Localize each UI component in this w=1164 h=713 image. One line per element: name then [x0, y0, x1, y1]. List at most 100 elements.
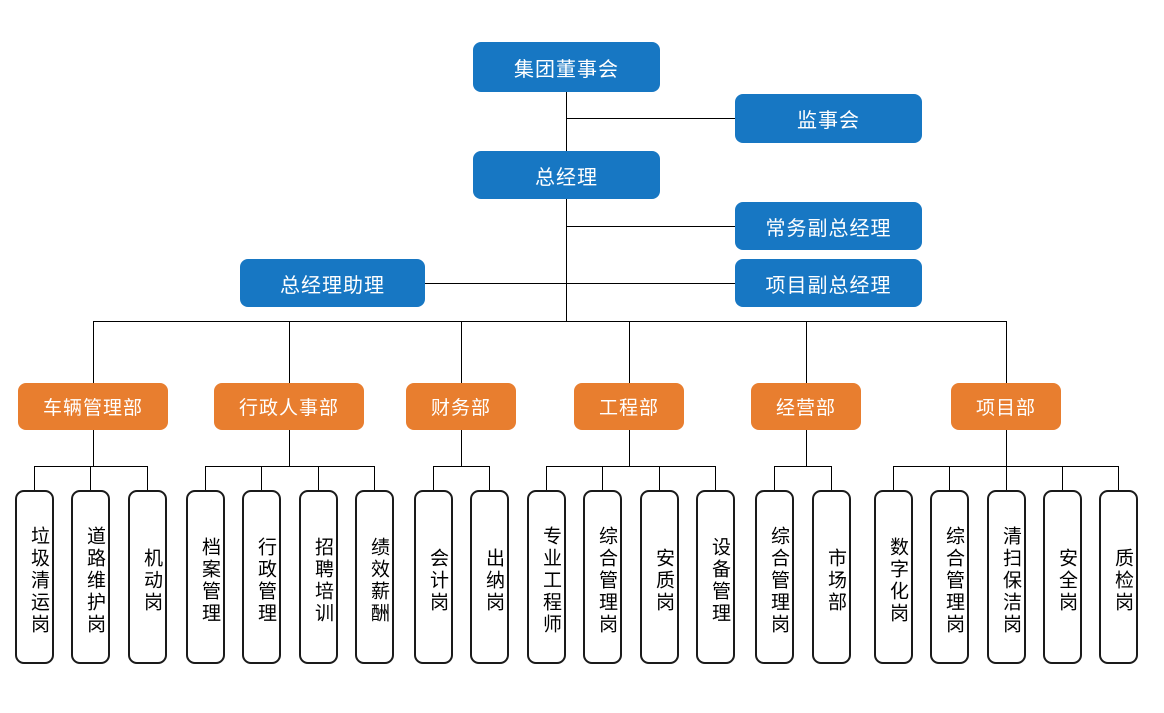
node-board-of-directors[interactable]: 集团董事会 — [473, 42, 660, 92]
node-label: 垃圾清运岗 — [28, 526, 49, 636]
connector-gm-to-exec-deputy — [566, 226, 735, 227]
node-label: 行政管理 — [255, 537, 276, 625]
connector-gm-to-project-deputy — [566, 283, 735, 284]
node-position-mobile-duty[interactable]: 机动岗 — [128, 490, 167, 664]
node-label: 会计岗 — [427, 548, 448, 614]
node-label: 常务副总经理 — [765, 217, 892, 240]
leaf-drop-18 — [1062, 466, 1063, 490]
leaf-drop-17 — [1006, 466, 1007, 490]
subbus-business — [774, 466, 831, 467]
node-label: 安全岗 — [1056, 548, 1077, 614]
node-project-deputy-gm[interactable]: 项目副总经理 — [735, 259, 922, 307]
leaf-drop-6 — [374, 466, 375, 490]
leaf-drop-7 — [433, 466, 434, 490]
node-position-quality-inspection[interactable]: 质检岗 — [1099, 490, 1138, 664]
node-label: 档案管理 — [199, 537, 220, 625]
node-label: 工程部 — [598, 398, 659, 419]
connector-bus-drop-finance — [461, 321, 462, 383]
leaf-drop-12 — [715, 466, 716, 490]
node-department-vehicle-management[interactable]: 车辆管理部 — [18, 383, 168, 430]
node-position-performance-compensation[interactable]: 绩效薪酬 — [355, 490, 394, 664]
node-label: 综合管理岗 — [943, 526, 964, 636]
node-department-admin-hr[interactable]: 行政人事部 — [214, 383, 364, 430]
node-position-cleaning-sanitation[interactable]: 清扫保洁岗 — [987, 490, 1026, 664]
node-position-digitalization[interactable]: 数字化岗 — [874, 490, 913, 664]
leaf-drop-4 — [261, 466, 262, 490]
node-label: 市场部 — [825, 548, 846, 614]
leaf-drop-9 — [546, 466, 547, 490]
leaf-drop-19 — [1118, 466, 1119, 490]
node-label: 综合管理岗 — [768, 526, 789, 636]
node-label: 机动岗 — [141, 548, 162, 614]
connector-gm-to-assistant — [425, 283, 566, 284]
node-position-project-general-management[interactable]: 综合管理岗 — [930, 490, 969, 664]
node-position-road-maintenance[interactable]: 道路维护岗 — [71, 490, 110, 664]
connector-gm-spine — [566, 199, 567, 321]
connector-finance-to-subbus — [461, 430, 462, 466]
connector-bus-drop-project — [1006, 321, 1007, 383]
leaf-drop-0 — [34, 466, 35, 490]
connector-board-to-gm — [566, 92, 567, 151]
node-label: 数字化岗 — [887, 537, 908, 625]
node-position-business-general-management[interactable]: 综合管理岗 — [755, 490, 794, 664]
connector-bus-drop-vehicle — [93, 321, 94, 383]
node-department-project[interactable]: 项目部 — [951, 383, 1061, 430]
node-position-marketing[interactable]: 市场部 — [812, 490, 851, 664]
leaf-drop-5 — [318, 466, 319, 490]
node-label: 清扫保洁岗 — [1000, 526, 1021, 636]
node-label: 安质岗 — [653, 548, 674, 614]
node-position-accounting[interactable]: 会计岗 — [414, 490, 453, 664]
node-label: 监事会 — [797, 110, 860, 132]
connector-admin-to-subbus — [289, 430, 290, 466]
node-label: 招聘培训 — [312, 537, 333, 625]
node-executive-deputy-gm[interactable]: 常务副总经理 — [735, 202, 922, 250]
node-label: 设备管理 — [709, 537, 730, 625]
leaf-drop-16 — [949, 466, 950, 490]
node-label: 集团董事会 — [514, 58, 619, 81]
connector-bus-drop-admin — [289, 321, 290, 383]
connector-project-to-subbus — [1006, 430, 1007, 466]
subbus-admin — [205, 466, 374, 467]
node-label: 绩效薪酬 — [368, 537, 389, 625]
node-position-cashier[interactable]: 出纳岗 — [470, 490, 509, 664]
leaf-drop-1 — [90, 466, 91, 490]
node-position-administration[interactable]: 行政管理 — [242, 490, 281, 664]
node-position-recruitment-training[interactable]: 招聘培训 — [299, 490, 338, 664]
connector-vehicle-to-subbus — [93, 430, 94, 466]
connector-engineer-to-subbus — [629, 430, 630, 466]
leaf-drop-2 — [147, 466, 148, 490]
node-label: 项目副总经理 — [765, 274, 892, 297]
connector-board-to-supervisory — [566, 118, 735, 119]
node-label: 出纳岗 — [483, 548, 504, 614]
node-label: 质检岗 — [1112, 548, 1133, 614]
leaf-drop-10 — [602, 466, 603, 490]
connector-department-bus — [93, 321, 1007, 322]
node-label: 专业工程师 — [540, 526, 561, 636]
leaf-drop-8 — [489, 466, 490, 490]
node-position-professional-engineer[interactable]: 专业工程师 — [527, 490, 566, 664]
node-position-engineering-general-management[interactable]: 综合管理岗 — [583, 490, 622, 664]
node-label: 项目部 — [975, 398, 1036, 419]
node-label: 财务部 — [430, 398, 491, 419]
node-gm-assistant[interactable]: 总经理助理 — [240, 259, 425, 307]
node-label: 经营部 — [775, 398, 836, 419]
leaf-drop-15 — [893, 466, 894, 490]
node-label: 综合管理岗 — [596, 526, 617, 636]
node-position-safety-quality[interactable]: 安质岗 — [640, 490, 679, 664]
node-position-equipment-management[interactable]: 设备管理 — [696, 490, 735, 664]
node-general-manager[interactable]: 总经理 — [473, 151, 660, 199]
subbus-engineer — [546, 466, 715, 467]
node-position-safety[interactable]: 安全岗 — [1043, 490, 1082, 664]
subbus-project — [893, 466, 1118, 467]
subbus-finance — [433, 466, 489, 467]
node-department-engineering[interactable]: 工程部 — [574, 383, 684, 430]
leaf-drop-13 — [774, 466, 775, 490]
node-supervisory-board[interactable]: 监事会 — [735, 94, 922, 143]
node-position-records-management[interactable]: 档案管理 — [186, 490, 225, 664]
leaf-drop-11 — [659, 466, 660, 490]
node-department-business[interactable]: 经营部 — [751, 383, 861, 430]
node-position-waste-transport[interactable]: 垃圾清运岗 — [15, 490, 54, 664]
node-department-finance[interactable]: 财务部 — [406, 383, 516, 430]
connector-business-to-subbus — [806, 430, 807, 466]
